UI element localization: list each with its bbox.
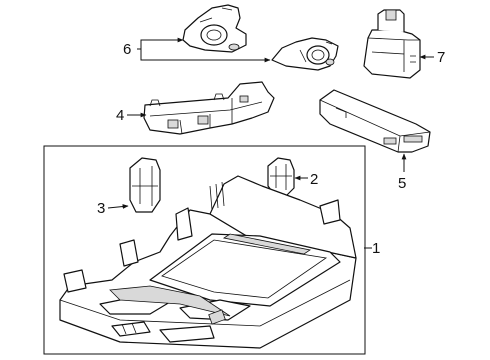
callout-3: 3 <box>97 200 129 217</box>
callout-5: 5 <box>398 153 407 192</box>
callout-2: 2 <box>294 171 318 188</box>
part-6-socket-lower <box>271 37 339 71</box>
part-7-switch <box>363 9 421 79</box>
svg-text:1: 1 <box>372 240 380 257</box>
part-2-clip <box>267 157 295 197</box>
part-5-module <box>319 89 431 153</box>
svg-text:6: 6 <box>123 41 131 58</box>
svg-text:7: 7 <box>437 49 445 66</box>
svg-text:2: 2 <box>310 171 318 188</box>
svg-text:5: 5 <box>398 175 406 192</box>
assembly-frame <box>43 145 366 355</box>
part-3-clip <box>129 157 161 213</box>
svg-text:3: 3 <box>97 200 105 217</box>
callout-6: 6 <box>123 37 271 63</box>
part-4-bracket <box>143 81 275 135</box>
svg-text:4: 4 <box>116 107 124 124</box>
callout-7: 7 <box>419 49 445 66</box>
part-6-socket-upper <box>182 4 247 53</box>
callout-4: 4 <box>116 107 147 124</box>
callout-1: 1 <box>364 240 380 257</box>
part-1-console <box>59 175 357 349</box>
